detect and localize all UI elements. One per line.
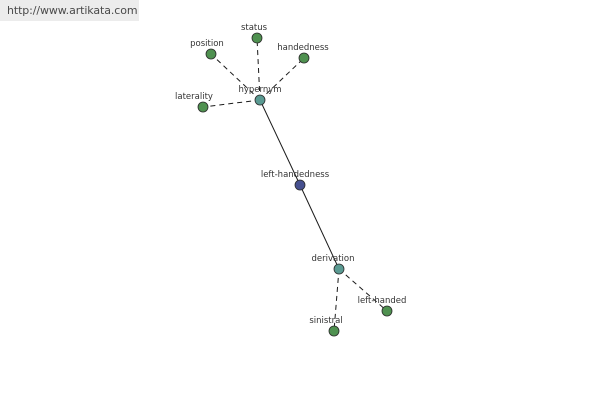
edge-hypernym-status [256, 37, 261, 101]
edge-hypernym-position [210, 53, 261, 101]
node-label-derivation[interactable]: derivation [311, 254, 354, 264]
node-label-left-handed[interactable]: left-handed [358, 296, 407, 306]
node-derivation[interactable] [333, 263, 345, 275]
edge-left-handedness-hypernym [259, 99, 301, 186]
edge-left-handedness-derivation [299, 184, 340, 270]
edge-hypernym-handedness [259, 57, 305, 101]
node-position[interactable] [205, 48, 217, 60]
edge-derivation-sinistral [333, 268, 340, 332]
edges-layer [202, 37, 388, 332]
edge-derivation-left-handed [338, 268, 388, 312]
node-sinistral[interactable] [328, 325, 340, 337]
node-status[interactable] [251, 32, 263, 44]
node-left-handed[interactable] [381, 305, 393, 317]
node-hypernym[interactable] [254, 94, 266, 106]
node-label-hypernym[interactable]: hypernym [238, 85, 281, 95]
node-left-handedness[interactable] [294, 179, 306, 191]
node-laterality[interactable] [197, 101, 209, 113]
site-url-banner[interactable]: http://www.artikata.com [0, 0, 139, 21]
node-handedness[interactable] [298, 52, 310, 64]
nodes-layer [197, 32, 393, 337]
edge-hypernym-laterality [202, 99, 261, 108]
node-label-laterality[interactable]: laterality [175, 92, 213, 102]
node-label-status[interactable]: status [241, 23, 268, 33]
node-label-sinistral[interactable]: sinistral [309, 316, 342, 326]
node-label-left-handedness[interactable]: left-handedness [261, 170, 330, 180]
labels-layer: left-handedness hypernym derivation status p… [175, 23, 406, 326]
node-label-position[interactable]: position [190, 39, 224, 49]
node-label-handedness[interactable]: handedness [277, 43, 329, 53]
